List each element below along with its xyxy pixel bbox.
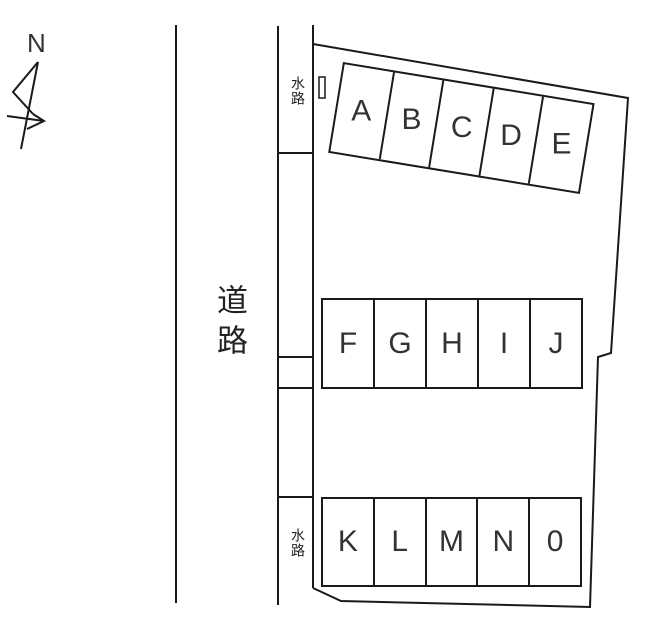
north-arrow-shaft: [20, 61, 39, 150]
north-label: N: [27, 28, 46, 58]
north-arrow-icon: [6, 61, 47, 150]
parking-space-j-label: J: [548, 326, 564, 360]
parking-space-k: K: [323, 499, 375, 585]
parking-space-l: L: [375, 499, 427, 585]
parking-row-klmno: K L M N 0: [321, 497, 582, 587]
parking-space-o-label: 0: [546, 525, 564, 558]
parking-space-g: G: [375, 300, 427, 387]
parking-space-k-label: K: [337, 525, 358, 558]
parking-space-h-label: H: [441, 326, 463, 360]
parking-space-a-label: A: [351, 94, 372, 128]
parking-space-n: N: [478, 499, 531, 585]
parking-space-f: F: [323, 300, 375, 387]
parking-space-l-label: L: [391, 525, 409, 558]
parking-space-j: J: [531, 300, 581, 387]
parking-space-o: 0: [530, 499, 580, 585]
parking-space-m-label: M: [438, 525, 464, 558]
north-arrow-crossbar: [6, 115, 45, 122]
parking-space-b-label: B: [401, 102, 422, 136]
parking-space-i: I: [479, 300, 531, 387]
north-arrow-tail: [26, 113, 47, 130]
parking-space-d-label: D: [500, 119, 523, 153]
small-marker-box: [318, 76, 326, 99]
parking-space-f-label: F: [338, 326, 358, 360]
parking-space-i-label: I: [499, 326, 509, 360]
north-arrow-flag: [11, 61, 39, 115]
road-label: 道路: [212, 284, 247, 364]
parking-space-e-label: E: [551, 127, 572, 161]
waterway-label-top: 水路: [290, 76, 306, 106]
parking-space-h: H: [427, 300, 479, 387]
parking-space-c-label: C: [450, 110, 473, 144]
parcel-boundary: [312, 43, 630, 609]
parking-row-fghij: F G H I J: [321, 298, 583, 389]
parking-space-n-label: N: [492, 525, 515, 558]
waterway-label-bottom: 水路: [290, 528, 306, 558]
parking-space-m: M: [427, 499, 479, 585]
parking-space-g-label: G: [388, 326, 412, 360]
